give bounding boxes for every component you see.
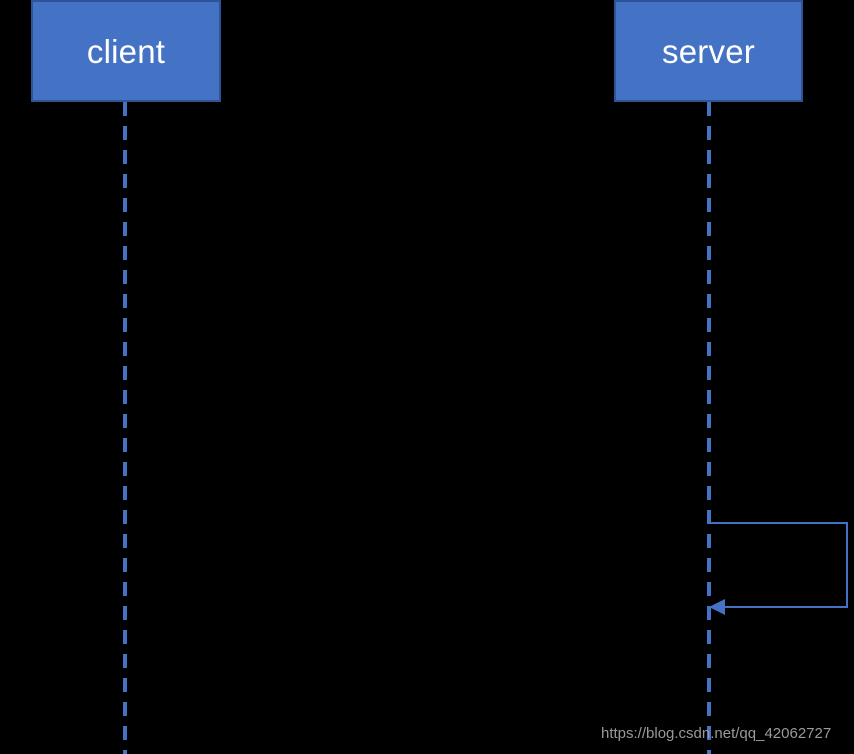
participant-label-server: server (662, 32, 755, 70)
watermark-text: https://blog.csdn.net/qq_42062727 (601, 725, 832, 742)
participant-box-server[interactable]: server (614, 0, 803, 102)
lifeline-client (123, 102, 127, 754)
participant-box-client[interactable]: client (31, 0, 221, 102)
lifeline-server (707, 102, 711, 754)
participant-label-client: client (86, 32, 166, 70)
self-call-path (711, 522, 848, 608)
arrowhead-icon (709, 599, 725, 615)
